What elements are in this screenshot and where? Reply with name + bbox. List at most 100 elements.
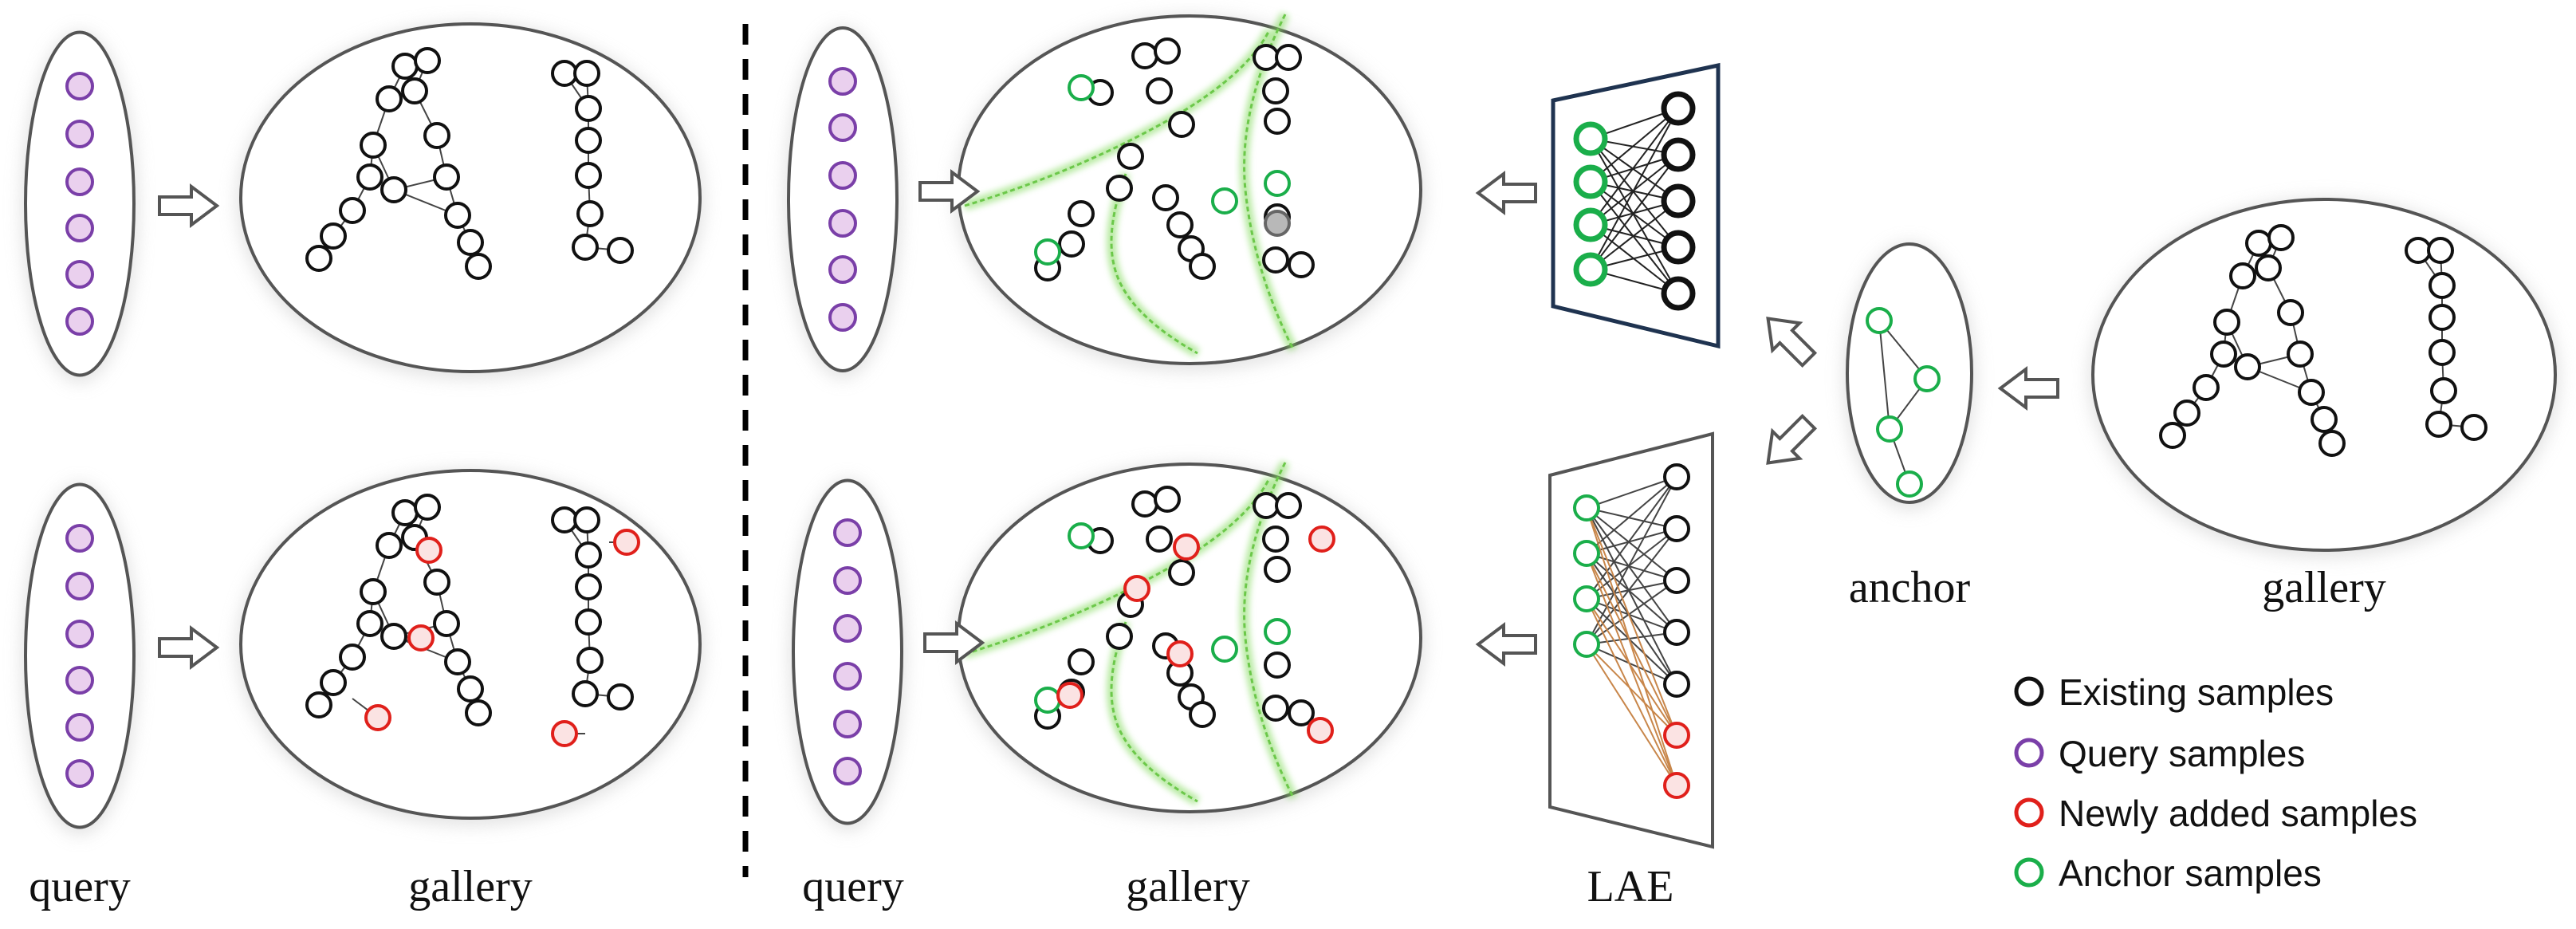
existing-sample	[1166, 211, 1194, 238]
existing-sample	[1117, 143, 1144, 170]
lae-connection	[1590, 108, 1679, 270]
anchor-sample	[1211, 636, 1238, 663]
existing-sample	[572, 680, 599, 707]
existing-sample	[575, 127, 602, 154]
lae-output-node	[1661, 276, 1696, 311]
existing-sample	[2318, 430, 2346, 457]
existing-sample	[573, 506, 600, 533]
lae-connection	[1586, 580, 1677, 645]
existing-sample	[2173, 400, 2200, 427]
lae-new-connection	[1586, 598, 1677, 736]
anchor-container	[1846, 242, 1973, 504]
existing-sample	[414, 494, 441, 521]
query-sample	[65, 120, 94, 148]
lae-connection	[1586, 528, 1677, 554]
anchor-label: anchor	[1849, 563, 1971, 612]
lae-output-node	[1663, 671, 1690, 698]
existing-sample	[1131, 42, 1158, 69]
lae-new-connection	[1586, 644, 1677, 786]
existing-sample	[380, 176, 407, 203]
existing-sample	[576, 200, 604, 227]
existing-sample	[1264, 108, 1291, 135]
legend-item-anchor: Anchor samples	[2014, 852, 2322, 894]
existing-sample	[1189, 253, 1216, 280]
query-sample	[828, 67, 857, 96]
existing-sample	[433, 163, 460, 191]
lae-connection	[1590, 138, 1679, 294]
existing-sample	[433, 610, 460, 637]
existing-sample	[376, 532, 403, 559]
existing-sample	[1146, 77, 1173, 104]
existing-sample	[2429, 272, 2456, 299]
lae-output-node	[1663, 463, 1690, 490]
existing-sample	[2287, 341, 2314, 368]
lae-new-connection	[1586, 553, 1677, 786]
query-sample	[65, 713, 94, 742]
query-container-1	[24, 30, 136, 377]
lae-output-node	[1663, 619, 1690, 646]
existing-sample	[2213, 309, 2240, 336]
arrow-gallery-to-anchor	[1997, 366, 2059, 411]
query-sample	[833, 757, 862, 785]
existing-sample	[1288, 251, 1315, 278]
lae-connection	[1586, 580, 1677, 600]
existing-sample	[2210, 341, 2237, 368]
gallery-label-1: gallery	[408, 862, 532, 911]
legend-marker-anchor	[2014, 857, 2044, 888]
existing-sample	[305, 245, 332, 272]
lae-connection	[1586, 507, 1677, 685]
existing-sample	[576, 647, 604, 674]
lae-output-node	[1663, 567, 1690, 594]
arrow-query-to-gallery-2	[158, 625, 220, 670]
new-sample	[415, 537, 442, 564]
decision-boundary	[964, 30, 1271, 207]
lae-new-output-node	[1663, 722, 1690, 749]
existing-sample	[1068, 648, 1095, 675]
decision-boundary	[1110, 621, 1198, 803]
arrow-query-to-gallery-4-shape	[923, 620, 985, 665]
arrow-query-to-gallery-3	[918, 169, 981, 214]
lae-connection	[1590, 138, 1679, 248]
gallery-container-1	[239, 22, 702, 373]
query-sample	[65, 620, 94, 648]
existing-sample	[457, 229, 484, 256]
anchor-sample	[1068, 522, 1095, 549]
legend-item-query: Query samples	[2014, 733, 2305, 774]
existing-sample	[1152, 184, 1179, 211]
lae-connection	[1586, 553, 1677, 633]
existing-sample	[391, 499, 419, 526]
arrow-lae-to-gallery-top-shape	[1475, 171, 1537, 215]
lae-output-node	[1663, 515, 1690, 542]
existing-sample	[444, 202, 471, 229]
existing-sample	[1168, 111, 1195, 138]
gallery-container-2	[239, 469, 702, 820]
arrow-query-to-gallery-3-shape	[918, 169, 981, 214]
query-sample	[828, 255, 857, 284]
anchor-sample	[1913, 365, 1941, 392]
existing-sample	[2427, 237, 2454, 264]
lae-new-connection	[1586, 507, 1677, 786]
lae-connection	[1586, 476, 1677, 645]
existing-sample	[423, 122, 450, 149]
arrow-lae-to-gallery-top	[1475, 171, 1537, 215]
lae-output-node	[1661, 230, 1696, 265]
existing-sample	[2405, 237, 2432, 264]
lae-label: LAE	[1587, 862, 1674, 911]
lae-connection	[1586, 553, 1677, 685]
lae-networks	[1548, 62, 1721, 849]
query-sample	[828, 113, 857, 142]
gallery-label-3: gallery	[2262, 563, 2385, 612]
existing-sample	[380, 623, 407, 650]
existing-sample	[1253, 492, 1280, 519]
gallery-container-4	[957, 14, 1422, 365]
arrow-query-to-gallery-1	[158, 183, 220, 228]
new-sample	[551, 720, 578, 747]
existing-sample	[551, 60, 578, 87]
lae-input-node	[1573, 164, 1608, 199]
existing-sample	[607, 683, 634, 711]
existing-sample	[2234, 353, 2261, 380]
new-sample	[407, 624, 435, 651]
lae-input-node	[1573, 631, 1600, 658]
lae-input-node	[1573, 585, 1600, 612]
existing-sample	[423, 569, 450, 596]
